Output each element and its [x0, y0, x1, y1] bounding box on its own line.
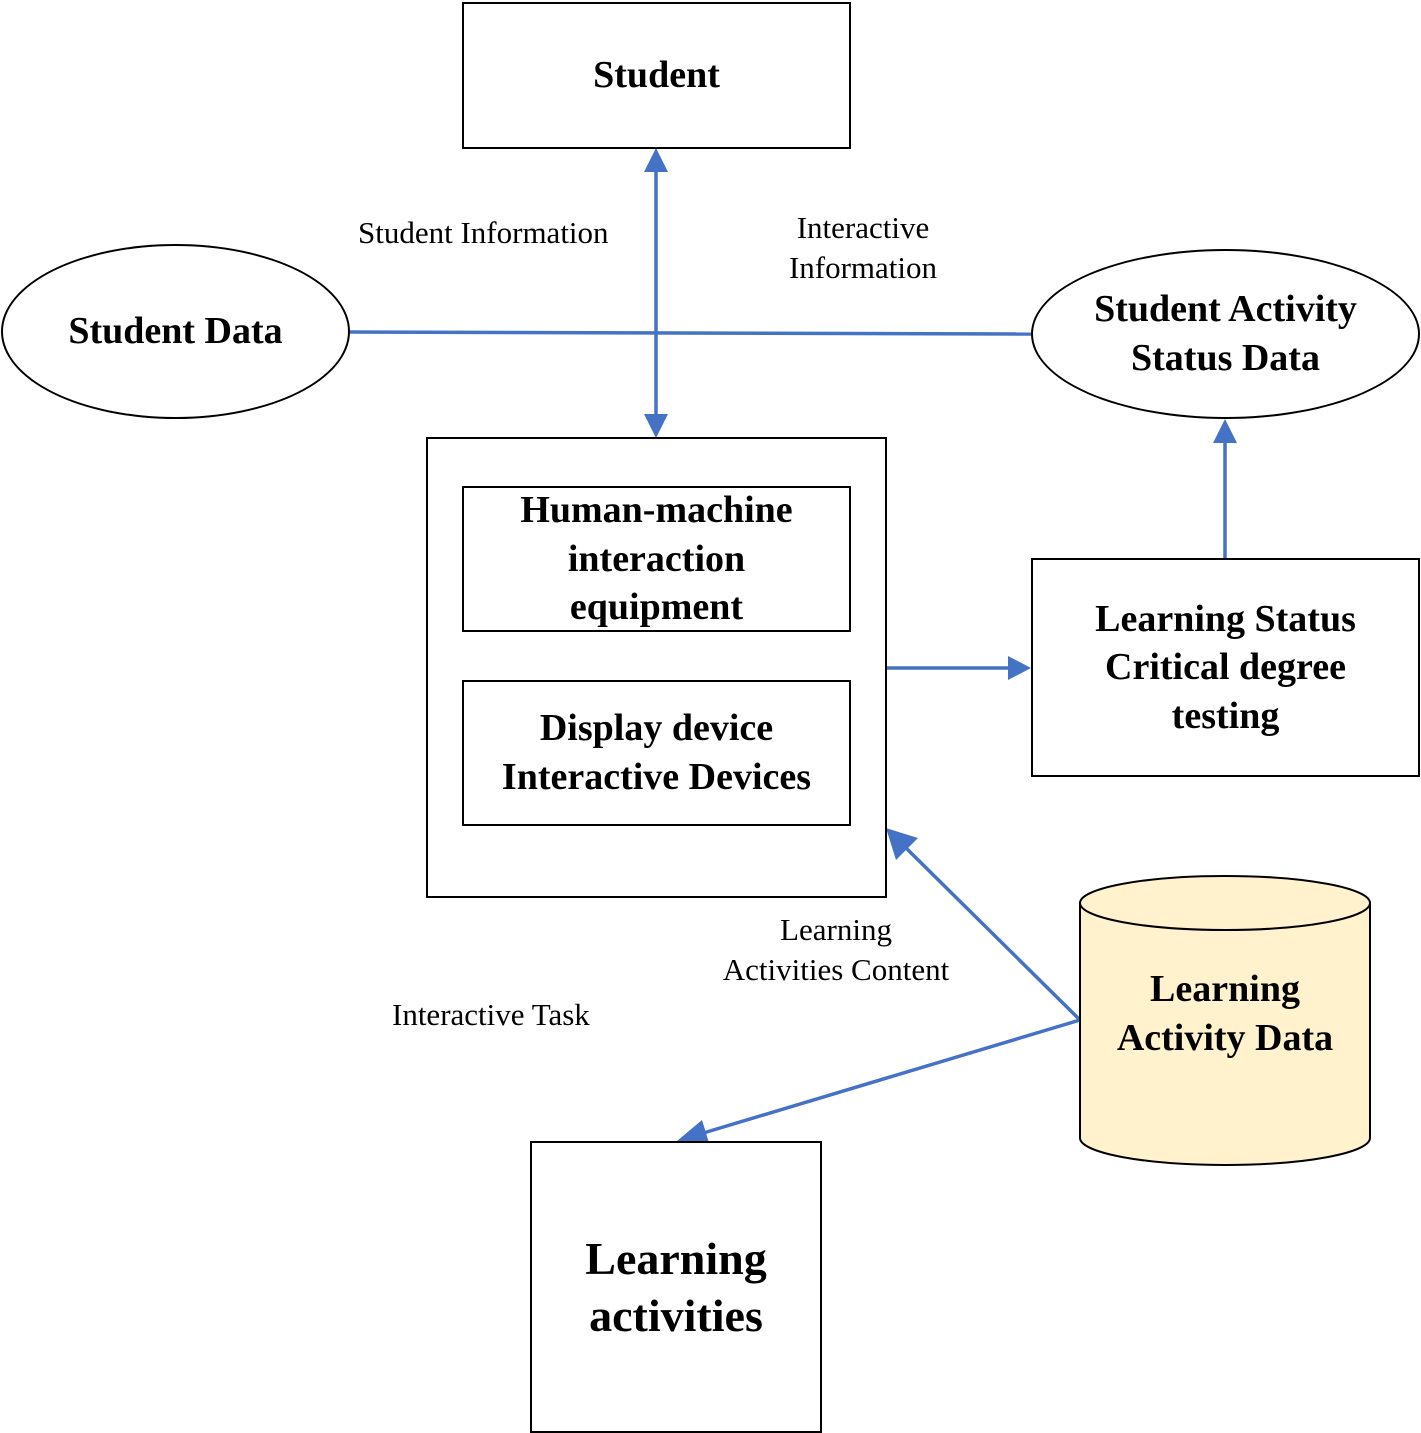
arrowhead-to-learning-activities — [677, 1120, 710, 1146]
student-data-node-label: Student Data — [68, 309, 283, 352]
edge-label-interactive-task: Interactive Task — [392, 997, 590, 1032]
student-activity-status-data-node: Student Activity Status Data — [1031, 249, 1420, 419]
arrowhead-right-to-testing — [1008, 656, 1031, 680]
arrow-activity-data-to-learning-activities — [699, 1018, 1081, 1136]
edge-label-interactive-information: Interactive Information — [788, 210, 938, 286]
learning-activities-label: Learning activities — [585, 1232, 767, 1342]
learning-status-testing-label: Learning Status Critical degree testing — [1095, 597, 1356, 737]
student-data-node: Student Data — [1, 244, 350, 419]
learning-activities-node: Learning activities — [530, 1141, 822, 1433]
edge-label-student-information: Student Information — [358, 215, 609, 250]
display-device-label: Display device Interactive Devices — [501, 707, 812, 798]
student-activity-status-data-label: Student Activity Status Data — [1094, 288, 1357, 379]
edge-label-learning-activities-content: Learning Activities Content — [722, 912, 950, 988]
display-device-node: Display device Interactive Devices — [462, 680, 851, 826]
learning-activity-data-label: Learning Activity Data — [1116, 968, 1334, 1059]
arrowhead-to-system-diagonal — [886, 828, 918, 860]
human-machine-interaction-node: Human-machine interaction equipment — [462, 486, 851, 632]
arrow-activity-data-to-system — [902, 844, 1082, 1022]
arrowhead-down-to-system — [644, 414, 668, 438]
connector-student-data-to-status-data — [348, 330, 1032, 336]
arrowhead-up-to-status-data — [1213, 419, 1237, 443]
student-node-label: Student — [593, 53, 720, 96]
learning-activity-data-cylinder — [1079, 875, 1371, 1166]
human-machine-interaction-label: Human-machine interaction equipment — [520, 489, 793, 629]
arrowhead-up-to-student — [644, 148, 668, 172]
learning-status-testing-node: Learning Status Critical degree testing — [1031, 558, 1420, 777]
student-node: Student — [462, 2, 851, 149]
